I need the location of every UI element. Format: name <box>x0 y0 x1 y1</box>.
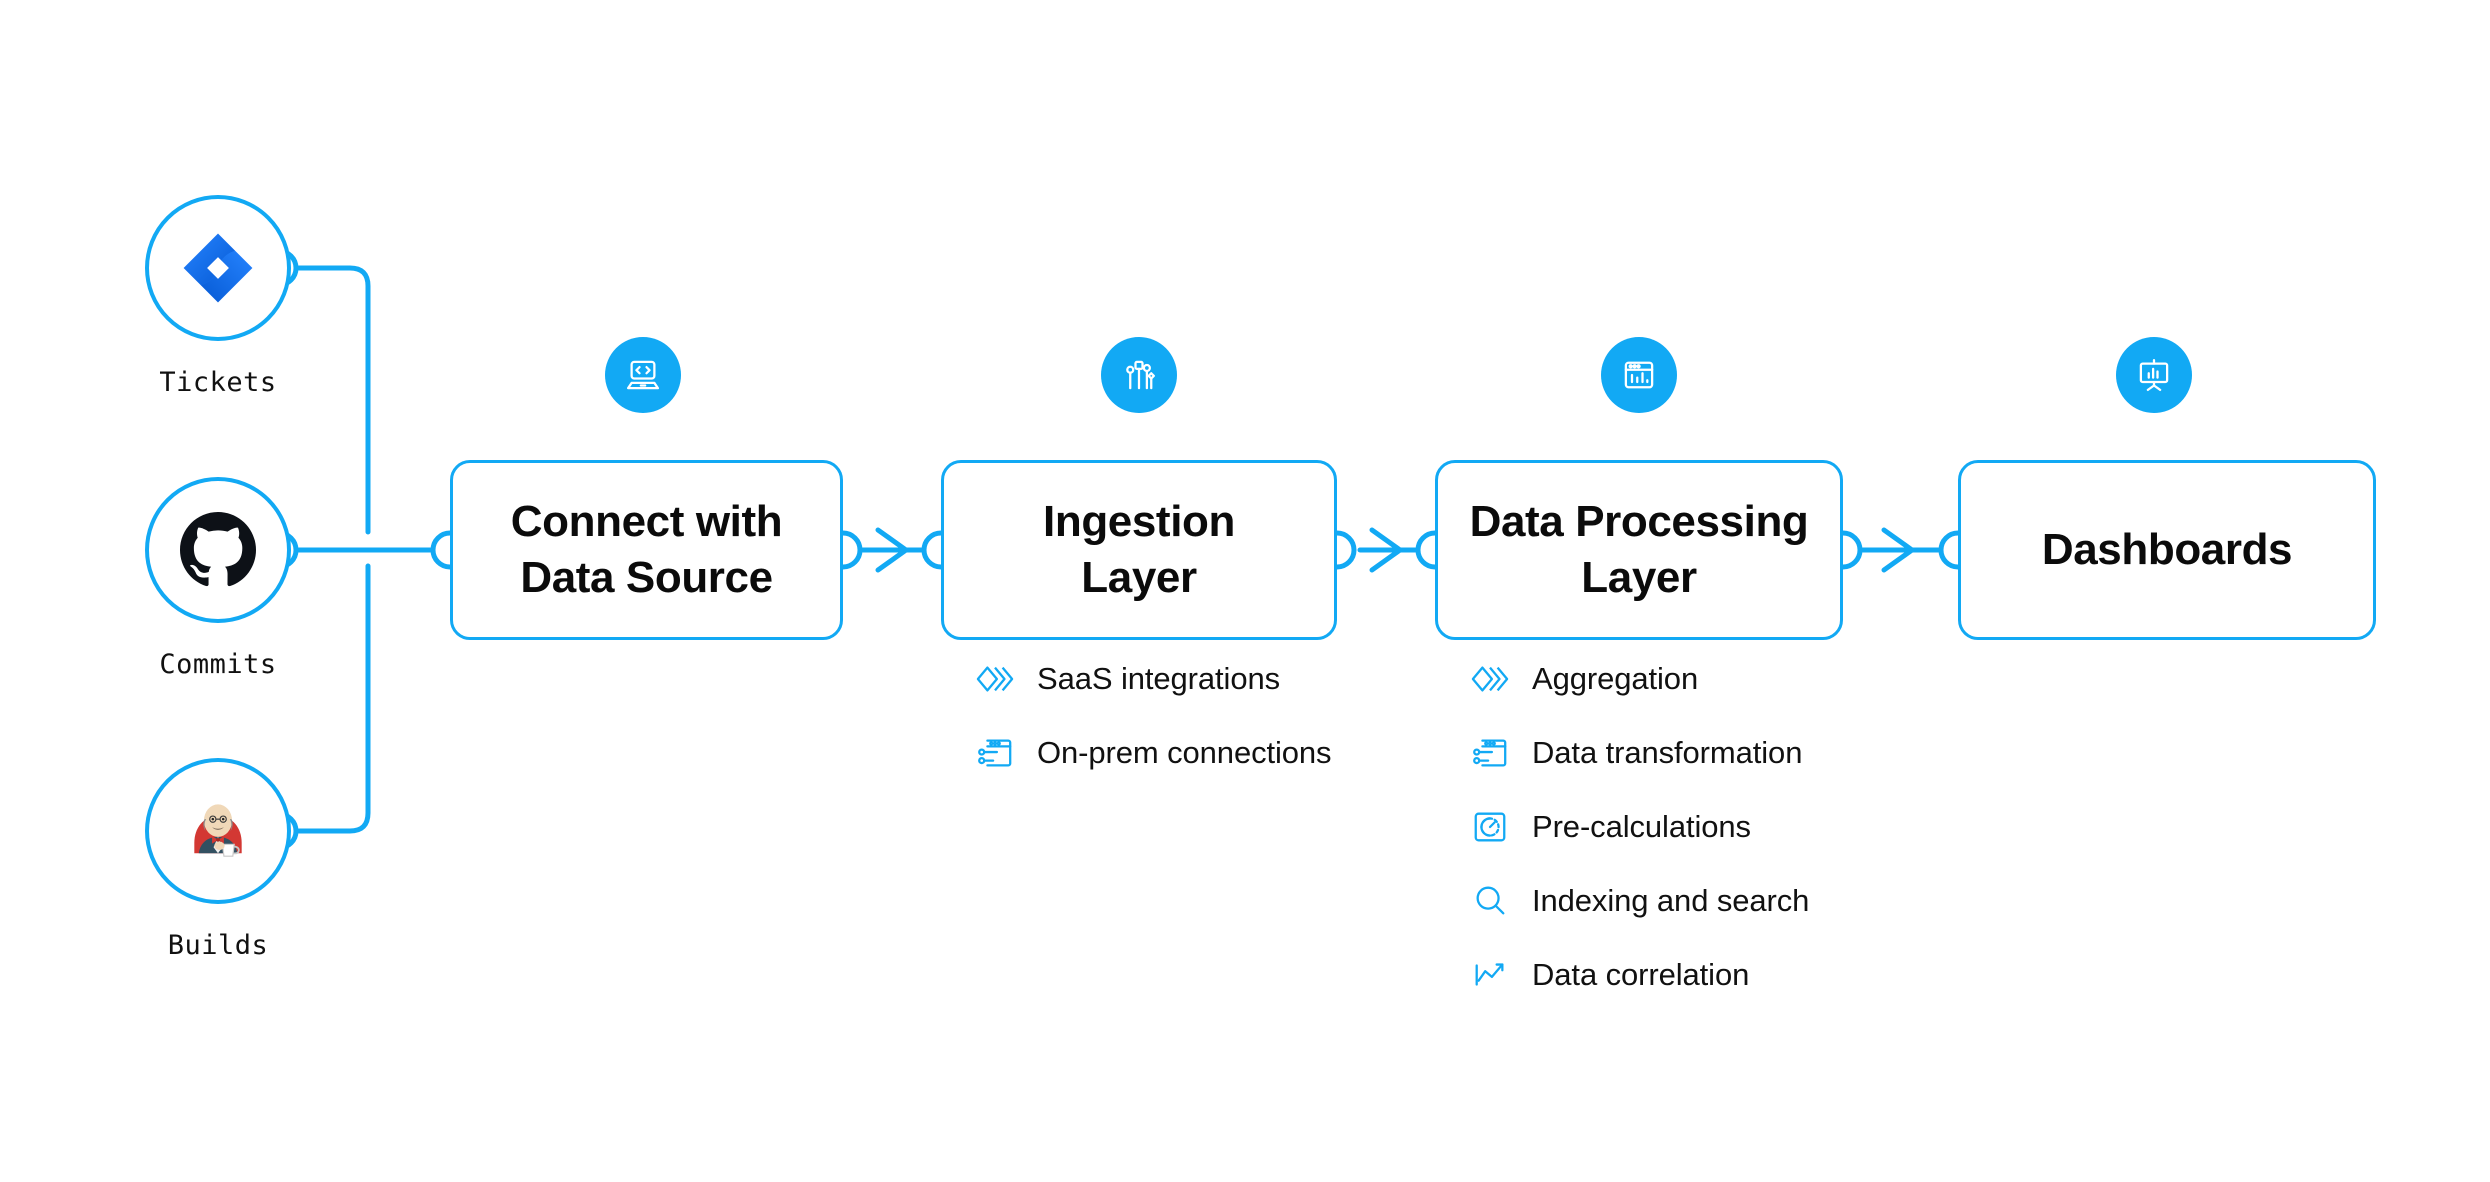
stage-title-dashboards: Dashboards <box>2041 524 2293 574</box>
feature-label: Indexing and search <box>1532 883 1810 918</box>
source-node-builds[interactable]: Builds <box>145 758 291 961</box>
source-node-commits[interactable]: Commits <box>145 477 291 680</box>
jenkins-icon <box>194 804 242 857</box>
feature-item: SaaS integrations <box>975 642 1331 716</box>
feature-label: Data correlation <box>1532 957 1750 992</box>
feature-item: Pre-calculations <box>1470 790 1809 864</box>
feature-item: Data transformation <box>1470 716 1809 790</box>
stage-title-line1: Connect with <box>510 496 783 546</box>
badge-processing <box>1601 337 1677 413</box>
arrowhead-ingestion-to-processing <box>1369 527 1403 573</box>
badge-dashboards <box>2116 337 2192 413</box>
source-ring <box>145 758 291 904</box>
window-sliders-icon <box>1470 733 1510 773</box>
wire-builds-to-bus <box>293 563 371 834</box>
layers-chevron-icon <box>1470 659 1510 699</box>
badge-ingestion <box>1101 337 1177 413</box>
magnifier-icon <box>1470 881 1510 921</box>
line-chart-icon <box>1470 955 1510 995</box>
github-icon <box>180 512 256 587</box>
stage-box-processing[interactable]: Data Processing Layer <box>1435 460 1843 640</box>
gauge-square-icon <box>1470 807 1510 847</box>
window-barchart-icon <box>1624 361 1654 389</box>
badge-connect <box>605 337 681 413</box>
stage-title-line2: Layer <box>1081 553 1197 602</box>
feature-item: Indexing and search <box>1470 864 1809 938</box>
stage-title-line2: Data Source <box>520 553 773 602</box>
arrowhead-connect-to-ingestion <box>875 527 909 573</box>
layers-chevron-icon <box>975 659 1015 699</box>
feature-label: Aggregation <box>1532 661 1699 696</box>
stage-title-line2: Layer <box>1581 553 1697 602</box>
wire-tickets-to-bus <box>293 265 371 535</box>
stage-title-processing: Data Processing Layer <box>1452 494 1827 607</box>
circuit-nodes-icon <box>1126 360 1156 390</box>
stage-box-ingestion[interactable]: Ingestion Layer <box>941 460 1337 640</box>
feature-item: Aggregation <box>1470 642 1809 716</box>
stage-title-ingestion: Ingestion Layer <box>1025 494 1253 607</box>
stage-box-dashboards[interactable]: Dashboards <box>1958 460 2376 640</box>
laptop-code-icon <box>626 360 660 390</box>
presentation-chart-icon <box>2139 358 2169 392</box>
stage-title-line1: Ingestion <box>1043 496 1235 546</box>
source-ring <box>145 477 291 623</box>
arrowhead-processing-to-dashboards <box>1881 527 1915 573</box>
feature-item: On-prem connections <box>975 716 1332 790</box>
feature-label: On-prem connections <box>1037 735 1332 770</box>
jira-icon <box>183 233 253 303</box>
feature-list-ingestion: SaaS integrations On-prem connections <box>975 642 1332 790</box>
feature-label: Data transformation <box>1532 735 1803 770</box>
stage-title-line1: Data Processing <box>1469 496 1809 546</box>
feature-item: Data correlation <box>1470 938 1809 1012</box>
window-sliders-icon <box>975 733 1015 773</box>
feature-list-processing: Aggregation Data transformation <box>1470 642 1809 1012</box>
source-node-tickets[interactable]: Tickets <box>145 195 291 398</box>
feature-label: SaaS integrations <box>1037 661 1281 696</box>
feature-label: Pre-calculations <box>1532 809 1751 844</box>
source-label-builds: Builds <box>167 930 269 961</box>
source-label-commits: Commits <box>159 649 277 680</box>
stage-title-connect: Connect with Data Source <box>493 494 800 607</box>
stage-box-connect[interactable]: Connect with Data Source <box>450 460 843 640</box>
source-ring <box>145 195 291 341</box>
source-label-tickets: Tickets <box>159 367 277 398</box>
